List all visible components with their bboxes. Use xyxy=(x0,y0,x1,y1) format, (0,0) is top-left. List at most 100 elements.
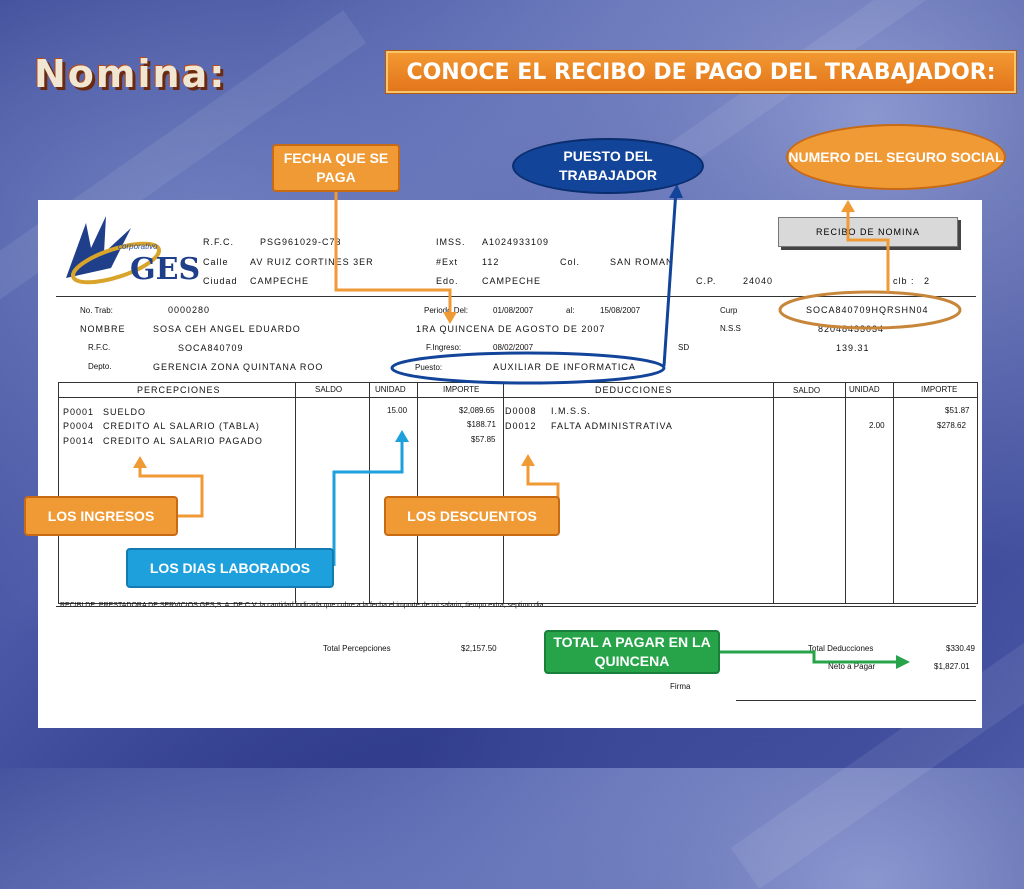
arrowhead-puesto xyxy=(669,184,683,198)
employee-name: SOSA CEH ANGEL EDUARDO xyxy=(153,324,301,334)
employee-rfc: SOCA840709 xyxy=(178,343,244,353)
total-percepciones: $2,157.50 xyxy=(461,644,497,653)
curp-label: Curp xyxy=(720,306,738,315)
arrow-dias xyxy=(332,438,404,566)
callout-descuentos: LOS DESCUENTOS xyxy=(384,496,560,536)
emp-rfc-label: R.F.C. xyxy=(88,343,111,352)
company-street: AV RUIZ CORTINES 3ER xyxy=(250,257,374,267)
col-label: Col. xyxy=(560,257,581,267)
row-code: P0004 xyxy=(63,421,95,431)
period-end: 15/08/2007 xyxy=(600,306,641,315)
puesto-label: Puesto: xyxy=(415,363,443,372)
department: GERENCIA ZONA QUINTANA ROO xyxy=(153,362,324,372)
row-code: P0014 xyxy=(63,436,95,446)
callout-ingresos: LOS INGRESOS xyxy=(24,496,178,536)
nss-label: N.S.S xyxy=(720,324,741,333)
sd-label: SD xyxy=(678,343,690,352)
callout-nss: NUMERO DEL SEGURO SOCIAL xyxy=(786,124,1006,190)
row-importe: $2,089.65 xyxy=(459,406,495,415)
total-percepciones-label: Total Percepciones xyxy=(323,644,391,653)
edo-label: Edo. xyxy=(436,276,459,286)
callout-puesto: PUESTO DEL TRABAJADOR xyxy=(512,138,704,194)
section-title: Nomina: xyxy=(34,52,227,96)
ciudad-label: Ciudad xyxy=(203,276,238,286)
legal-text: RECIBI DE: PRESTADORA DE SERVICIOS GES,S… xyxy=(60,602,543,609)
annotation-overlay xyxy=(133,184,962,669)
employee-number: 0000280 xyxy=(168,305,211,315)
clb-label: clb : xyxy=(893,276,915,286)
company-state: CAMPECHE xyxy=(482,276,542,286)
company-cp: 24040 xyxy=(743,276,774,286)
page-banner: CONOCE EL RECIBO DE PAGO DEL TRABAJADOR: xyxy=(385,50,1017,94)
row-concept: CREDITO AL SALARIO PAGADO xyxy=(103,436,263,446)
net-pay: $1,827.01 xyxy=(934,662,970,671)
receipt-title-box: RECIBO DE NOMINA xyxy=(778,217,958,247)
col-unidad: UNIDAD xyxy=(375,385,406,394)
arrowhead-total xyxy=(896,655,910,669)
company-imss: A1024933109 xyxy=(482,237,550,247)
logo-tagline: corporativo xyxy=(118,242,158,251)
ingreso-label: F.Ingreso: xyxy=(426,343,462,352)
calle-label: Calle xyxy=(203,257,229,267)
row-importe: $57.85 xyxy=(471,435,496,444)
col-saldo: SALDO xyxy=(315,385,343,394)
row-unidad: 15.00 xyxy=(387,406,408,415)
row-importe: $51.87 xyxy=(945,406,970,415)
imss-label: IMSS. xyxy=(436,237,466,247)
ellipse-puesto xyxy=(390,351,666,385)
period-start: 01/08/2007 xyxy=(493,306,534,315)
employee-curp: SOCA840709HQRSHN04 xyxy=(806,305,929,315)
company-colonia: SAN ROMAN xyxy=(610,257,674,267)
row-code: D0008 xyxy=(505,406,537,416)
arrow-total xyxy=(720,650,900,664)
company-ext: 112 xyxy=(482,257,500,267)
row-code: P0001 xyxy=(63,407,95,417)
total-deducciones-label: Total Deducciones xyxy=(808,644,874,653)
col-importe: IMPORTE xyxy=(443,385,480,394)
callout-dias: LOS DIAS LABORADOS xyxy=(126,548,334,588)
col-deducciones: DEDUCCIONES xyxy=(595,385,673,395)
arrowhead-fecha xyxy=(443,312,457,324)
arrow-puesto xyxy=(662,189,678,367)
firma-label: Firma xyxy=(670,682,691,691)
periodo-label: Periodo Del: xyxy=(424,306,469,315)
arrowhead-ingresos xyxy=(133,456,147,468)
company-logo-icon xyxy=(66,216,162,285)
row-code: D0012 xyxy=(505,421,537,431)
logo-wordmark: GES xyxy=(130,252,201,287)
row-concept: SUELDO xyxy=(103,407,147,417)
arrowhead-nss xyxy=(841,200,855,212)
rfc-label: R.F.C. xyxy=(203,237,235,247)
col-saldo-2: SALDO xyxy=(793,386,821,395)
hire-date: 08/02/2007 xyxy=(493,343,534,352)
company-city: CAMPECHE xyxy=(250,276,310,286)
row-concept: I.M.S.S. xyxy=(551,406,592,416)
cp-label: C.P. xyxy=(696,276,717,286)
row-importe: $188.71 xyxy=(467,420,496,429)
row-concept: CREDITO AL SALARIO (TABLA) xyxy=(103,421,260,431)
payroll-receipt: corporativo GES R.F.C. PSG961029-C73 IMS… xyxy=(38,200,982,728)
depto-label: Depto. xyxy=(88,362,112,371)
pay-period-title: 1RA QUINCENA DE AGOSTO DE 2007 xyxy=(416,324,606,334)
company-rfc: PSG961029-C73 xyxy=(260,237,342,247)
total-deducciones: $330.49 xyxy=(946,644,975,653)
arrowhead-dias xyxy=(395,430,409,442)
nombre-label: NOMBRE xyxy=(80,324,126,334)
col-percepciones: PERCEPCIONES xyxy=(137,385,221,395)
trab-label: No. Trab: xyxy=(80,306,113,315)
row-importe: $278.62 xyxy=(937,421,966,430)
job-title: AUXILIAR DE INFORMATICA xyxy=(493,362,636,372)
arrowhead-descuentos xyxy=(521,454,535,466)
arrow-fecha xyxy=(334,190,452,318)
arrow-ingresos xyxy=(138,464,204,518)
ellipse-nss xyxy=(778,290,962,330)
arrow-nss xyxy=(846,208,890,292)
col-importe-2: IMPORTE xyxy=(921,385,958,394)
neto-label: Neto a Pagar xyxy=(828,662,876,671)
clb-value: 2 xyxy=(924,276,931,286)
row-concept: FALTA ADMINISTRATIVA xyxy=(551,421,673,431)
daily-salary: 139.31 xyxy=(836,343,870,353)
ext-label: #Ext xyxy=(436,257,459,267)
row-unidad: 2.00 xyxy=(869,421,885,430)
col-unidad-2: UNIDAD xyxy=(849,385,880,394)
